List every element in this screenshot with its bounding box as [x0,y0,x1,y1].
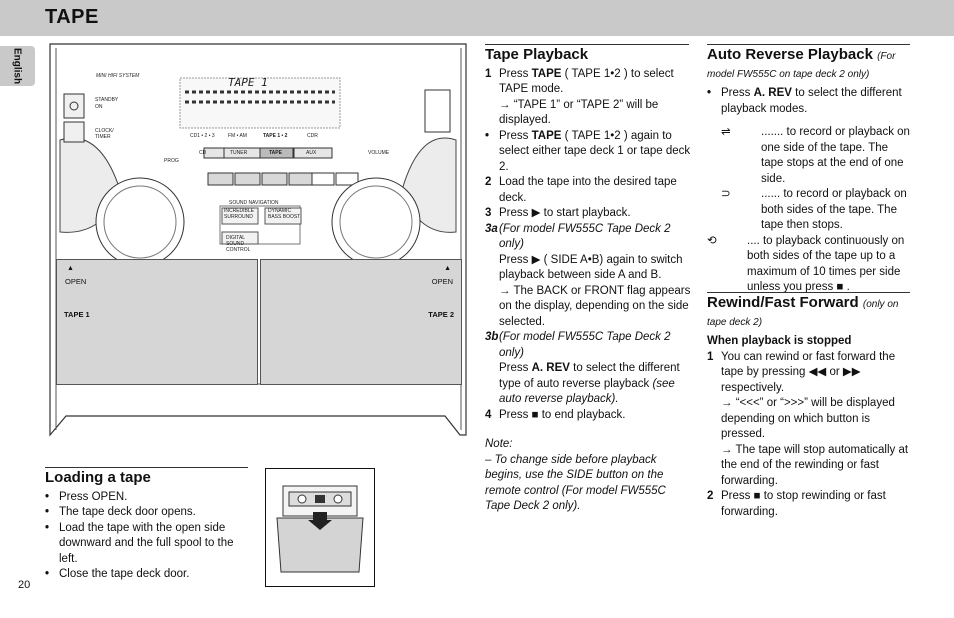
step-text: (see auto reverse playback). [499,377,675,406]
loading-item: Load the tape with the open side downwar… [59,521,234,565]
page-title: TAPE [45,6,99,28]
prog-label: PROG [164,158,179,164]
step2: Load the tape into the desired tape deck… [499,176,677,204]
section-rule [707,292,910,293]
loading-section: Loading a tape •Press OPEN. •The tape de… [45,470,250,583]
standby-power-button [63,93,85,119]
loading-item: The tape deck door opens. [59,506,196,518]
continuous-icon: ⟲ [707,234,717,247]
step3a-head: (For model FW555C Tape Deck 2 only) [499,222,671,251]
one-side-icon: ⇌ [721,126,731,138]
dynamic-bass-boost-label: DYNAMIC BASS BOOST [268,208,301,220]
aux-button: AUX [306,150,317,156]
arev-key: A. REV [753,87,792,99]
rewind-step2: Press ■ to stop rewinding or fast forwar… [721,490,886,518]
source-label-cdr: CDR [307,133,318,139]
step3a-body: Press ▶ ( SIDE A•B) again to switch play… [499,253,683,282]
note-text: – To change side before playback begins,… [485,453,666,513]
rewind-title: Rewind/Fast Forward [707,294,859,311]
step-text: ( TAPE 1•2 ) again to select either tape… [499,129,691,173]
step-text: to select the different playback modes. [721,87,902,115]
step-text: to select the different type of auto rev… [499,362,680,390]
on-label: ON [95,104,103,110]
sound-navigation-label: SOUND NAVIGATION [229,200,279,206]
standby-label: STANDBY [95,97,119,103]
rewind-arrow2: → The tape will stop automatically at th… [721,443,909,487]
tuner-button: TUNER [230,150,248,156]
step3b-head: (For model FW555C Tape Deck 2 only) [499,331,671,359]
auto-reverse-title: Auto Reverse Playback [707,46,873,63]
section-rule [707,44,910,45]
language-tab: English [0,46,35,86]
rewind-step1: You can rewind or fast forward the tape … [721,350,896,394]
step3a-arrow: → The BACK or FRONT flag appears on the … [499,284,691,328]
mode-text: ...... to record or playback on both sid… [761,188,907,231]
tape-key: TAPE [531,129,562,142]
tape2-label: TAPE 2 [428,310,454,319]
step-text: Press [499,129,529,142]
step-text: ( TAPE 1•2 ) to select TAPE mode. [499,67,674,96]
step3: Press ▶ to start playback. [499,207,631,219]
incredible-surround-label: INCREDIBLE SURROUND [224,208,255,220]
step-text: Press [499,362,529,374]
loading-item: Press OPEN. [59,490,128,503]
tape-deck-2: ▲ OPEN TAPE 2 [260,259,462,385]
note-label: Note: [485,438,513,450]
tape-playback-title: Tape Playback [485,46,589,63]
tape-key: TAPE [531,67,562,80]
loading-item: Close the tape deck door. [59,568,190,580]
source-label-fm: FM • AM [228,133,247,139]
cd-button: CD [199,150,207,156]
open-label-left: OPEN [65,277,87,286]
mode-text: .... to playback continuously on both si… [747,234,905,294]
arev-key: A. REV [531,362,570,374]
page-header: TAPE [0,0,954,36]
rewind-section: Rewind/Fast Forward (only on tape deck 2… [707,295,912,520]
brand-label: MINI HIFI SYSTEM [96,73,140,79]
step-text: Press [499,67,529,80]
auto-reverse-section: Auto Reverse Playback (For model FW555C … [707,47,912,296]
source-label-cd: CD1 • 2 • 3 [190,133,215,139]
open-label-right: OPEN [431,277,453,286]
lcd-text: TAPE 1 [228,76,268,89]
tape-button: TAPE [269,150,282,156]
page-number: 20 [18,579,31,591]
rewind-arrow1: → “<<<” or “>>>” will be displayed depen… [721,397,895,440]
when-stopped-label: When playback is stopped [707,335,852,347]
tape1-label: TAPE 1 [64,310,90,319]
mode-text: ....... to record or playback on one sid… [761,126,910,185]
tape-deck-1: ▲ OPEN TAPE 1 [56,259,258,385]
step-text: Press [721,87,751,99]
clock-timer-label: CLOCK/ TIMER [95,128,114,140]
both-sides-icon: ⊃ [721,188,731,200]
step1-arrow: → “TAPE 1” or “TAPE 2” will be displayed… [499,98,659,127]
loading-title: Loading a tape [45,469,151,486]
section-rule [485,44,689,45]
step4: Press ■ to end playback. [499,408,626,421]
section-rule [45,467,248,468]
volume-label: VOLUME [368,150,390,156]
source-label-tape: TAPE 1 • 2 [263,133,288,139]
auto-reverse-subtitle: (For model FW555C on tape deck 2 only) [707,51,896,80]
digital-sound-control-label: DIGITAL SOUND CONTROL [226,235,251,253]
cassette-load-illustration [265,468,375,587]
language-tab-label: English [11,47,23,85]
rewind-subtitle: (only on tape deck 2) [707,299,899,328]
